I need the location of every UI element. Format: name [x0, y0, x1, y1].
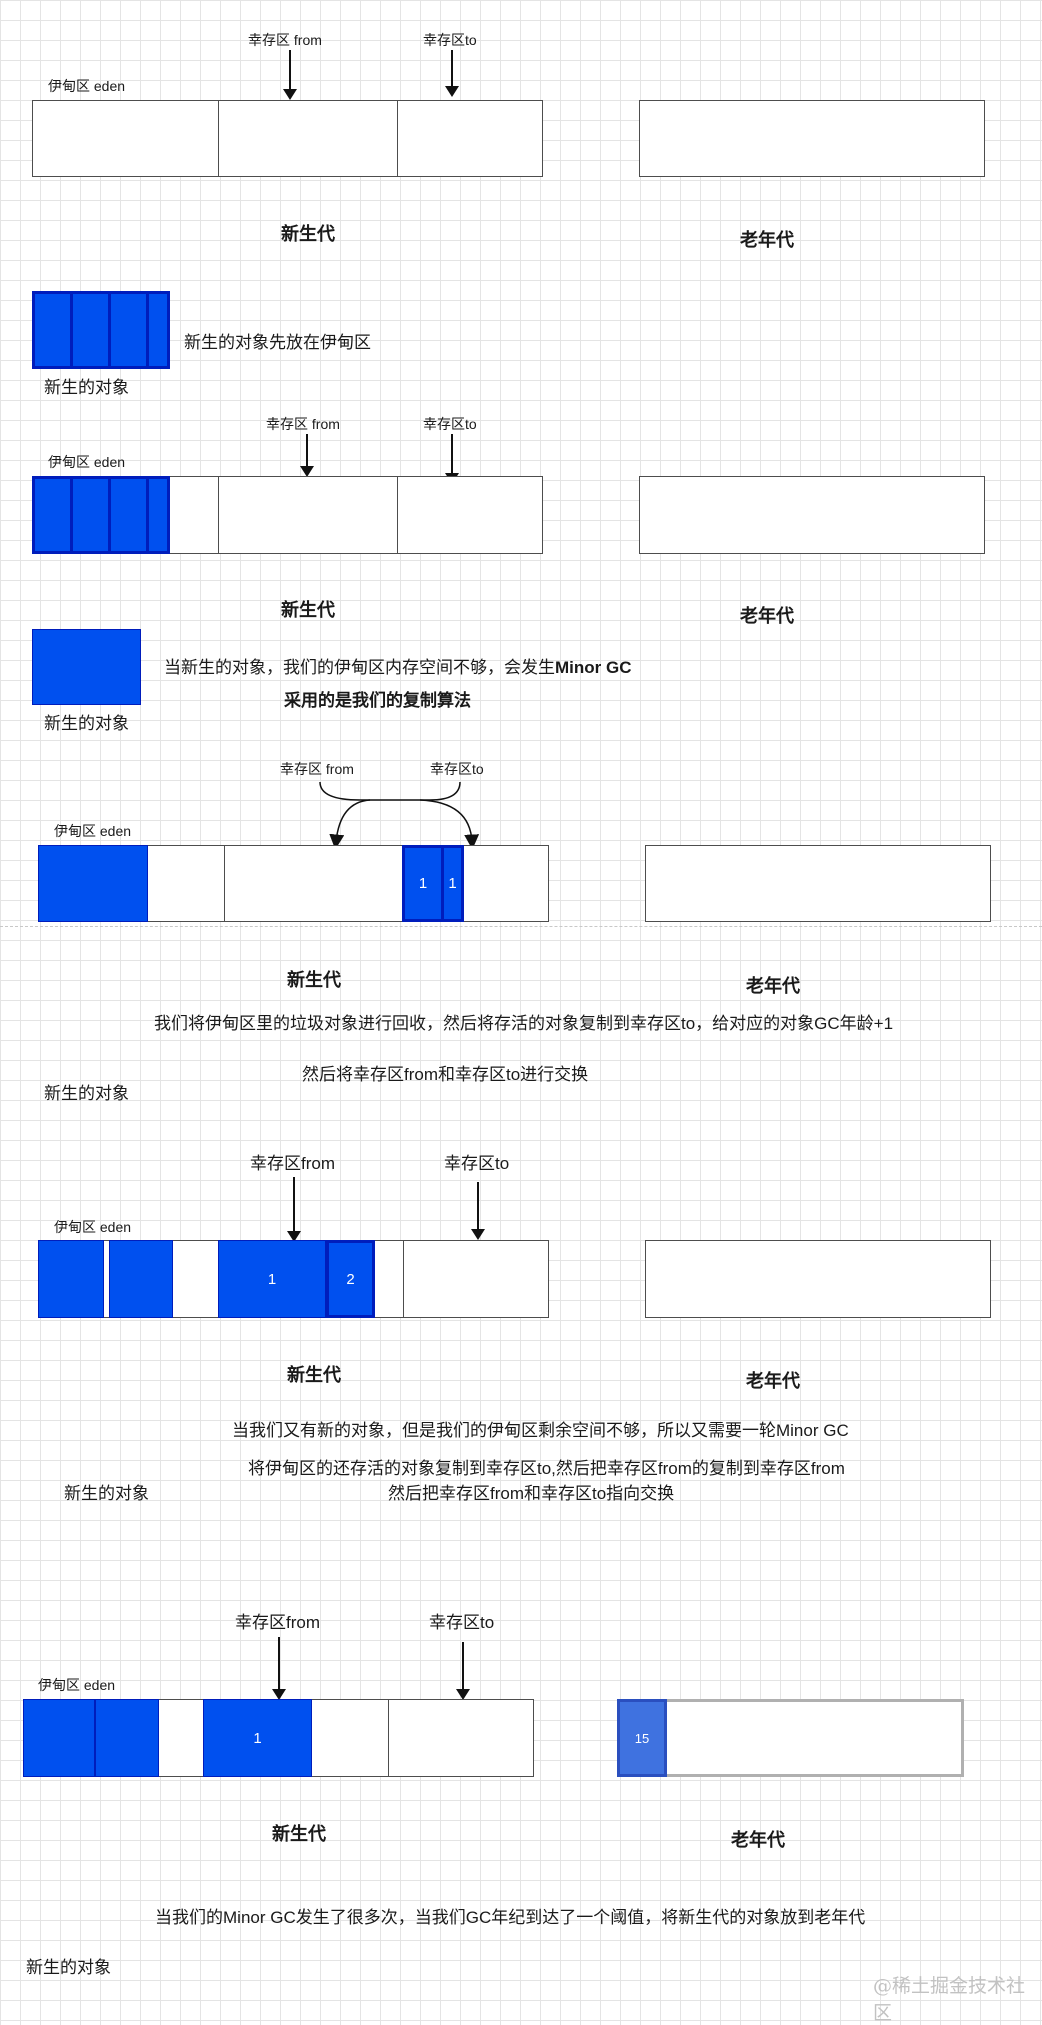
to-label: 幸存区to: [429, 1613, 495, 1632]
step2-note-text: 当新生的对象，我们的伊甸区内存空间不够，会发生: [164, 658, 555, 677]
eden-object: [109, 1240, 173, 1318]
from-label: 幸存区from: [250, 1154, 335, 1173]
eden-object: [23, 1699, 95, 1777]
eden-label: 伊甸区 eden: [48, 454, 126, 470]
eden-divider: [218, 100, 219, 177]
eden-objects: [32, 476, 170, 554]
young-gen-label: 新生代: [287, 1365, 341, 1385]
survivor-object: 1: [203, 1699, 312, 1777]
new-object-label: 新生的对象: [26, 1958, 111, 1977]
step4-swap-note: 然后把幸存区from和幸存区to指向交换: [388, 1484, 675, 1503]
to-label: 幸存区to: [423, 416, 477, 432]
eden-label: 伊甸区 eden: [38, 1677, 116, 1693]
to-arrow: [471, 1182, 485, 1240]
step1-note: 新生的对象先放在伊甸区: [184, 333, 371, 352]
survivor-object: 2: [326, 1240, 375, 1318]
to-label: 幸存区to: [444, 1154, 510, 1173]
from-arrow: [272, 1637, 286, 1700]
step4-note: 当我们又有新的对象，但是我们的伊甸区剩余空间不够，所以又需要一轮Minor GC: [232, 1421, 849, 1440]
young-gen-label: 新生代: [281, 600, 335, 620]
old-gen-label: 老年代: [746, 976, 800, 996]
step5-note: 当我们的Minor GC发生了很多次，当我们GC年纪到达了一个阈值，将新生代的对…: [155, 1908, 866, 1927]
from-label: 幸存区 from: [248, 32, 322, 48]
eden-label: 伊甸区 eden: [48, 78, 126, 94]
to-label: 幸存区to: [423, 32, 477, 48]
old-gen-box: [617, 1699, 964, 1777]
eden-label: 伊甸区 eden: [54, 823, 132, 839]
old-gen-label: 老年代: [746, 1371, 800, 1391]
step4-copy-note: 将伊甸区的还存活的对象复制到幸存区to,然后把幸存区from的复制到幸存区fro…: [248, 1459, 845, 1478]
eden-object: [38, 845, 148, 922]
young-gen-label: 新生代: [281, 224, 335, 244]
old-gen-label: 老年代: [740, 230, 794, 250]
object-separator: [70, 476, 73, 554]
eden-divider: [218, 476, 219, 554]
to-arrow: [456, 1642, 470, 1700]
watermark: @稀土掘金技术社区: [873, 1975, 1026, 2024]
old-gen-label: 老年代: [740, 606, 794, 626]
survivor-object: 1: [402, 845, 444, 922]
step2-note: 当新生的对象，我们的伊甸区内存空间不够，会发生Minor GC: [164, 659, 632, 676]
old-gen-box: [645, 1240, 991, 1318]
from-label: 幸存区 from: [266, 416, 340, 432]
young-gen-label: 新生代: [272, 1824, 326, 1844]
eden-object: [38, 1240, 104, 1318]
to-label: 幸存区to: [430, 761, 484, 777]
survivor-object: 1: [441, 845, 464, 922]
from-arrow: [283, 50, 297, 100]
from-label: 幸存区 from: [280, 761, 354, 777]
promoted-object: 15: [617, 1699, 667, 1777]
minor-gc-text: Minor GC: [555, 658, 632, 677]
new-object-label: 新生的对象: [44, 714, 129, 733]
separator-line: [0, 926, 1042, 927]
swap-arrows: [319, 781, 480, 850]
step3-note: 我们将伊甸区里的垃圾对象进行回收，然后将存活的对象复制到幸存区to，给对应的对象…: [154, 1014, 894, 1033]
survivor-object: 1: [218, 1240, 326, 1318]
new-object-block: [32, 291, 170, 369]
new-object-label: 新生的对象: [44, 378, 129, 397]
object-separator: [108, 476, 111, 554]
new-object-label: 新生的对象: [44, 1084, 129, 1103]
old-gen-box: [639, 100, 985, 177]
survivor-divider: [403, 1240, 404, 1318]
old-gen-label: 老年代: [731, 1830, 785, 1850]
young-gen-label: 新生代: [287, 970, 341, 990]
from-arrow: [287, 1177, 301, 1242]
old-gen-box: [645, 845, 991, 922]
young-gen-box: [32, 100, 543, 177]
eden-divider: [224, 845, 225, 922]
object-separator: [146, 291, 149, 369]
new-object-block: [32, 629, 141, 705]
eden-label: 伊甸区 eden: [54, 1219, 132, 1235]
from-arrow: [300, 434, 314, 477]
survivor-divider: [388, 1699, 389, 1777]
survivor-divider: [397, 476, 398, 554]
to-arrow: [445, 50, 459, 97]
copy-algorithm-note: 采用的是我们的复制算法: [284, 691, 471, 710]
object-separator: [146, 476, 149, 554]
from-label: 幸存区from: [235, 1613, 320, 1632]
object-separator: [70, 291, 73, 369]
survivor-divider: [397, 100, 398, 177]
new-object-label: 新生的对象: [64, 1484, 149, 1503]
step3-swap-note: 然后将幸存区from和幸存区to进行交换: [302, 1065, 589, 1084]
eden-object: [95, 1699, 159, 1777]
old-gen-box: [639, 476, 985, 554]
object-separator: [108, 291, 111, 369]
